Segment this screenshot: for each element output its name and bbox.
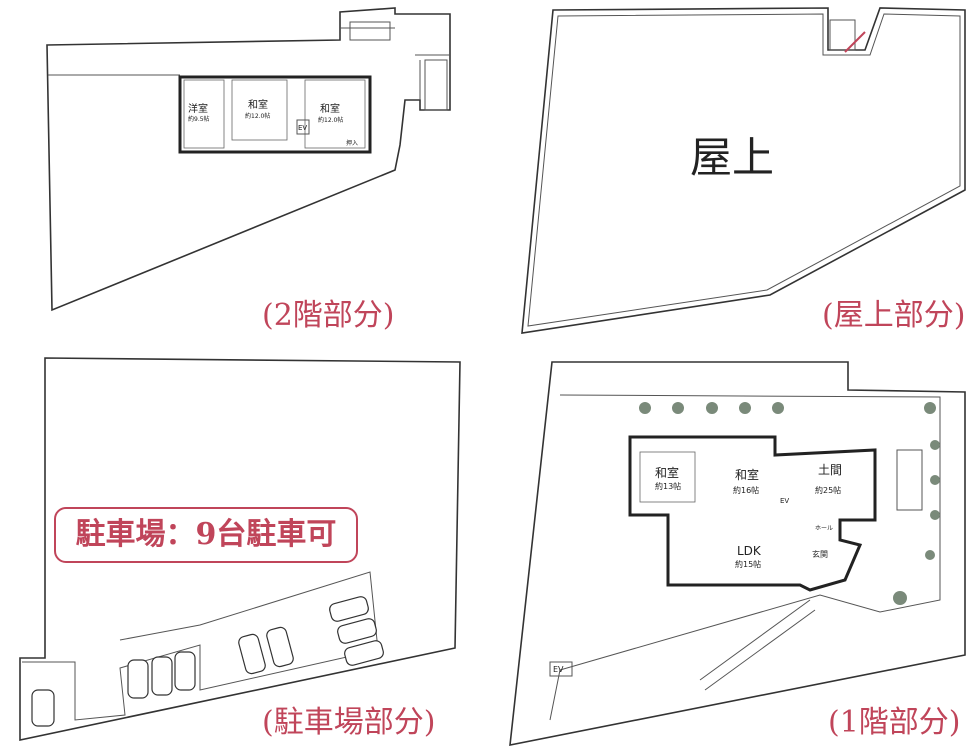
car-icon	[266, 626, 294, 668]
room-label: 和室	[735, 467, 759, 482]
room-size: 約9.5帖	[188, 115, 210, 123]
room-size: 約16帖	[733, 485, 759, 495]
car-icon	[337, 618, 377, 644]
first-floor-caption: (1階部分)	[828, 705, 961, 740]
car-icon	[127, 659, 149, 699]
car-icon	[31, 689, 55, 727]
room-label: 土間	[818, 463, 842, 477]
car-icon	[344, 640, 384, 666]
parking-capacity-badge: 駐車場：9台駐車可	[54, 507, 358, 563]
parking-plan: (駐車場部分)	[19, 357, 461, 741]
parking-caption: (駐車場部分)	[262, 705, 435, 740]
parking-cars	[31, 596, 384, 727]
rooftop-caption: (屋上部分)	[822, 298, 965, 333]
hall-label: ホール	[815, 525, 833, 532]
rooftop-plan: 屋上 (屋上部分)	[521, 7, 966, 334]
car-icon	[174, 651, 196, 691]
car-icon	[151, 656, 173, 696]
room-label: 和室	[655, 465, 679, 480]
first-floor-plan: 和室 約13帖 和室 約16帖 土間 約25帖 LDK 約15帖 EV ホール …	[509, 361, 966, 746]
ev-label: EV	[298, 124, 307, 132]
room-label: LDK	[737, 544, 762, 558]
room-size: 約13帖	[655, 481, 681, 491]
second-floor-plan: 洋室 約9.5帖 和室 約12.0帖 和室 約12.0帖 EV 押入 (2階部分…	[46, 7, 451, 333]
room-label: 和室	[320, 102, 340, 115]
room-size: 約12.0帖	[318, 116, 343, 124]
garden-trees	[639, 402, 940, 605]
car-icon	[329, 596, 369, 622]
rooftop-label: 屋上	[690, 133, 774, 182]
second-floor-caption: (2階部分)	[262, 298, 395, 333]
room-label: 洋室	[188, 102, 208, 115]
ev-label: EV	[780, 497, 789, 505]
room-label: 和室	[248, 98, 268, 111]
room-size: 約12.0帖	[245, 112, 270, 120]
ev-lower-label: EV	[553, 665, 564, 674]
car-icon	[238, 633, 266, 675]
room-size: 約25帖	[815, 485, 841, 495]
closet-label: 押入	[346, 139, 358, 147]
entrance-label: 玄関	[812, 549, 828, 559]
room-size: 約15帖	[735, 559, 761, 569]
